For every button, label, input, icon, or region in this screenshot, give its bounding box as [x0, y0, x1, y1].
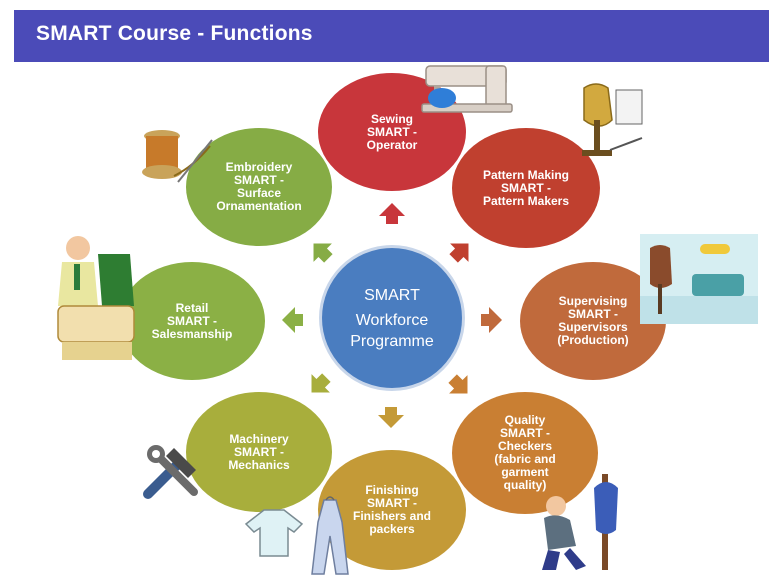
arrow-right — [481, 307, 502, 333]
node-pattern-title: Pattern Making — [482, 167, 569, 182]
center-circle: SMART Workforce Programme — [322, 248, 462, 388]
page-title: SMART Course - Functions — [36, 22, 313, 45]
node-quality-title: Quality — [504, 413, 546, 427]
node-quality-detail: SMART - Checkers (fabric and garment qua… — [494, 426, 556, 492]
node-machinery-title: Machinery — [229, 431, 289, 446]
arrow-up — [379, 203, 405, 224]
node-embroidery-title: Embroidery — [225, 160, 293, 174]
arrow-down-right — [448, 374, 468, 394]
tailor-kneeling-icon — [542, 474, 618, 570]
title-band: SMART Course - Functions — [14, 10, 769, 62]
node-sewing-title: Sewing — [370, 111, 413, 126]
node-machinery-detail: SMART - Mechanics — [228, 444, 290, 472]
node-retail-detail: SMART - Salesmanship — [151, 313, 233, 341]
node-embroidery-detail: SMART - Surface Ornamentation — [216, 173, 302, 213]
dress-form-icon — [582, 83, 643, 156]
hammer-wrench-icon — [143, 445, 198, 499]
node-retail-title: Retail — [175, 300, 209, 315]
node-finishing-title: Finishing — [365, 483, 419, 497]
thread-spool-icon — [142, 130, 213, 183]
node-supervising-title: Supervising — [558, 294, 628, 308]
node-supervising-detail: SMART - Supervisors (Production) — [557, 307, 629, 347]
node-finishing-detail: SMART - Finishers and packers — [352, 496, 432, 536]
clothes-hanger-icon — [244, 496, 349, 575]
arrow-up-right — [449, 243, 469, 263]
center-title: SMART — [364, 286, 420, 304]
sewing-machine-icon — [421, 65, 513, 113]
node-pattern-detail: SMART - Pattern Makers — [482, 180, 570, 208]
salesman-icon — [57, 236, 135, 360]
arrow-left — [282, 307, 303, 333]
header-bar: SMART Course - Functions — [0, 0, 769, 64]
arrow-down — [378, 407, 404, 428]
arrow-up-left — [313, 243, 333, 263]
center-subtitle: Workforce Programme — [350, 311, 434, 350]
arrow-down-left — [311, 373, 331, 393]
tailoring-room-icon — [640, 234, 758, 324]
node-sewing-detail: SMART - Operator — [366, 124, 418, 152]
